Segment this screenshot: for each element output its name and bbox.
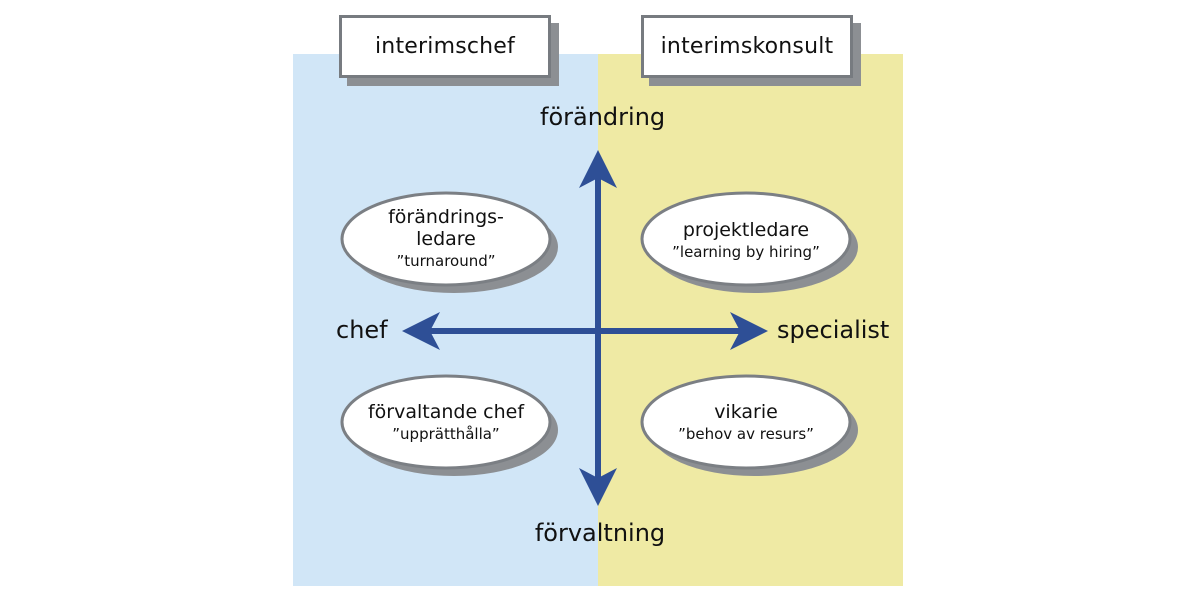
quadrant-bottom-right-subtitle: ”behov av resurs” bbox=[678, 424, 814, 443]
quadrant-top-left-subtitle: ”turnaround” bbox=[396, 251, 496, 270]
arrow-head-left bbox=[402, 312, 440, 350]
oval-top-left bbox=[340, 191, 552, 287]
quadrant-bottom-right-text: vikarie ”behov av resurs” bbox=[640, 401, 852, 443]
quadrant-bottom-left-title: förvaltande chef bbox=[367, 401, 525, 423]
interimskonsult-panel bbox=[598, 54, 903, 586]
oval-top-right bbox=[640, 191, 852, 287]
quadrant-bottom-left-text: förvaltande chef ”upprätthålla” bbox=[340, 401, 552, 443]
axis-label-top: förändring bbox=[540, 103, 666, 131]
axis-label-left: chef bbox=[336, 316, 388, 344]
interimschef-panel bbox=[293, 54, 598, 586]
quadrant-top-right-text: projektledare ”learning by hiring” bbox=[640, 219, 852, 261]
oval-bottom-right bbox=[640, 374, 852, 470]
quadrant-top-left-title-line1: förändrings- bbox=[388, 206, 504, 228]
header-interimskonsult: interimskonsult bbox=[641, 15, 853, 78]
header-interimschef: interimschef bbox=[339, 15, 551, 78]
axis-label-bottom: förvaltning bbox=[534, 519, 666, 547]
quadrant-top-right-title: projektledare bbox=[682, 219, 810, 241]
arrow-head-down bbox=[579, 468, 617, 506]
arrow-head-right bbox=[730, 312, 768, 350]
arrow-head-up bbox=[579, 150, 617, 188]
oval-bottom-left bbox=[340, 374, 552, 470]
quadrant-top-left-text: förändrings- ledare ”turnaround” bbox=[340, 206, 552, 270]
quadrant-top-left-title-line2: ledare bbox=[416, 227, 476, 250]
quadrant-bottom-left-subtitle: ”upprätthålla” bbox=[392, 424, 500, 443]
quadrant-top-right-subtitle: ”learning by hiring” bbox=[672, 242, 820, 261]
quadrant-bottom-right-title: vikarie bbox=[714, 401, 778, 423]
axis-label-right: specialist bbox=[777, 316, 890, 344]
